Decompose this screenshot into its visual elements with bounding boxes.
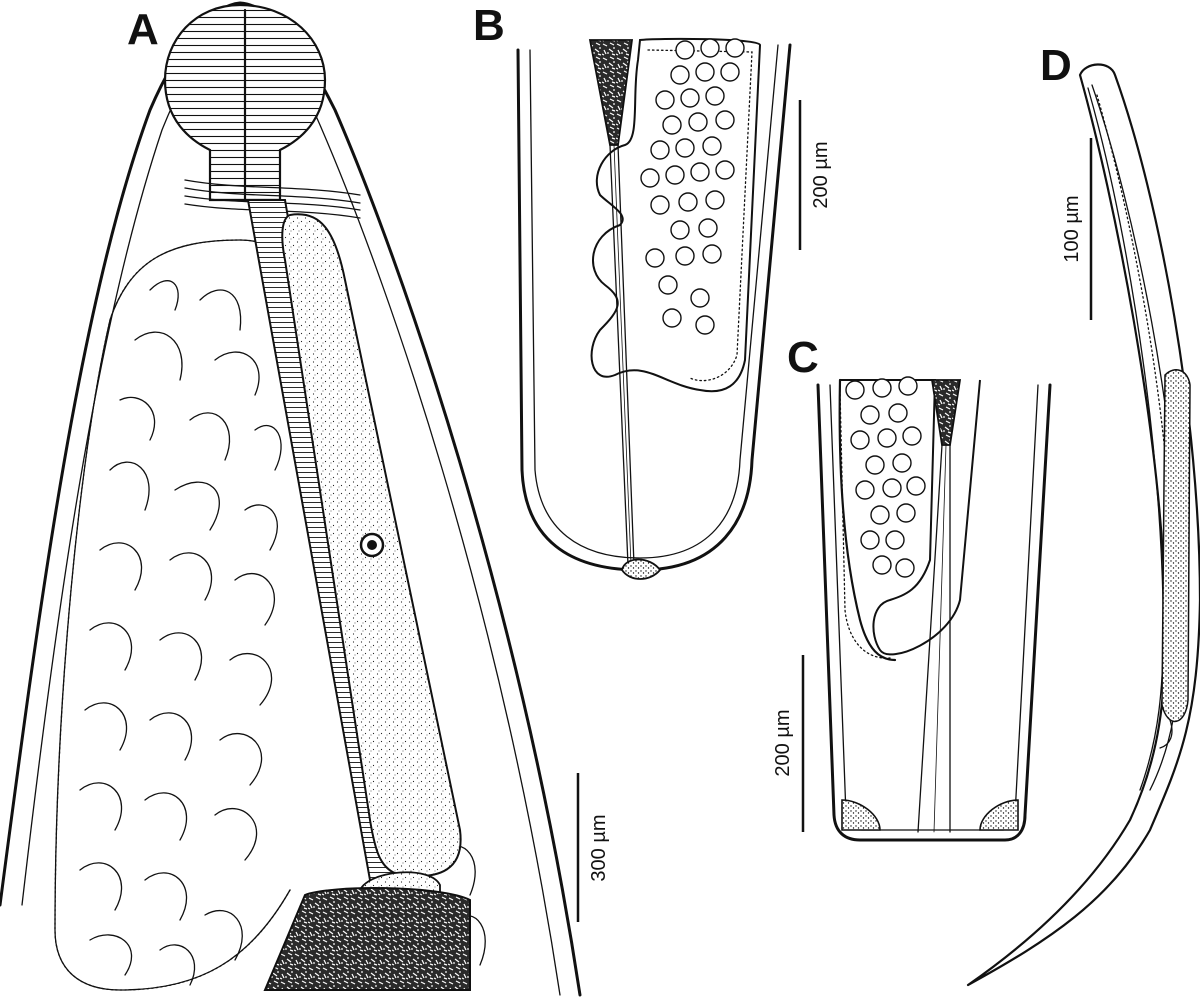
panel-d-letter: D (1040, 41, 1072, 90)
panel-c-gonad-left-edge (838, 378, 897, 662)
panel-d-larva-outline (966, 63, 1200, 987)
panel-c: 200 µm C (772, 333, 1052, 842)
panel-b-letter: B (473, 1, 505, 50)
panel-a-body-inner (21, 19, 561, 996)
panel-a-letter: A (127, 5, 159, 54)
panel-b-gonad-inner (647, 49, 753, 382)
panel-d-rectum (1159, 719, 1173, 749)
panel-c-letter: C (787, 333, 819, 382)
panel-d-scale-label: 100 µm (1061, 195, 1083, 262)
panel-a-larvae (79, 280, 486, 986)
panel-a-body-outer (0, 1, 582, 997)
panel-d: 100 µm D (966, 41, 1200, 987)
panel-b-scale-label: 200 µm (810, 141, 832, 208)
panel-c-eggs (845, 376, 926, 578)
panel-a-scale-label: 300 µm (588, 814, 610, 881)
panel-b: 200 µm B (473, 1, 832, 580)
panel-b-intestine (588, 39, 634, 146)
panel-c-caudal-papilla-right (979, 799, 1019, 831)
panel-c-body-outer (816, 383, 1052, 842)
panel-b-caudal-papilla (621, 558, 662, 580)
panel-b-eggs (640, 38, 745, 335)
panel-a-nucleolus (367, 540, 377, 550)
panel-d-inner-line-left (1087, 87, 1164, 791)
panel-c-caudal-papilla-left (841, 799, 881, 831)
panel-c-rectum (917, 444, 951, 833)
panel-b-rectum (609, 144, 635, 566)
panel-c-gonad (840, 379, 981, 656)
panel-a: 300 µm A (0, 1, 610, 997)
panel-b-gonad (590, 37, 762, 393)
panel-d-intestine (1161, 369, 1191, 723)
panel-c-scale-label: 200 µm (772, 709, 794, 776)
panel-a-uterus-wall (54, 239, 299, 991)
panel-b-body-inner (529, 44, 779, 559)
panel-a-intestine (263, 887, 471, 991)
